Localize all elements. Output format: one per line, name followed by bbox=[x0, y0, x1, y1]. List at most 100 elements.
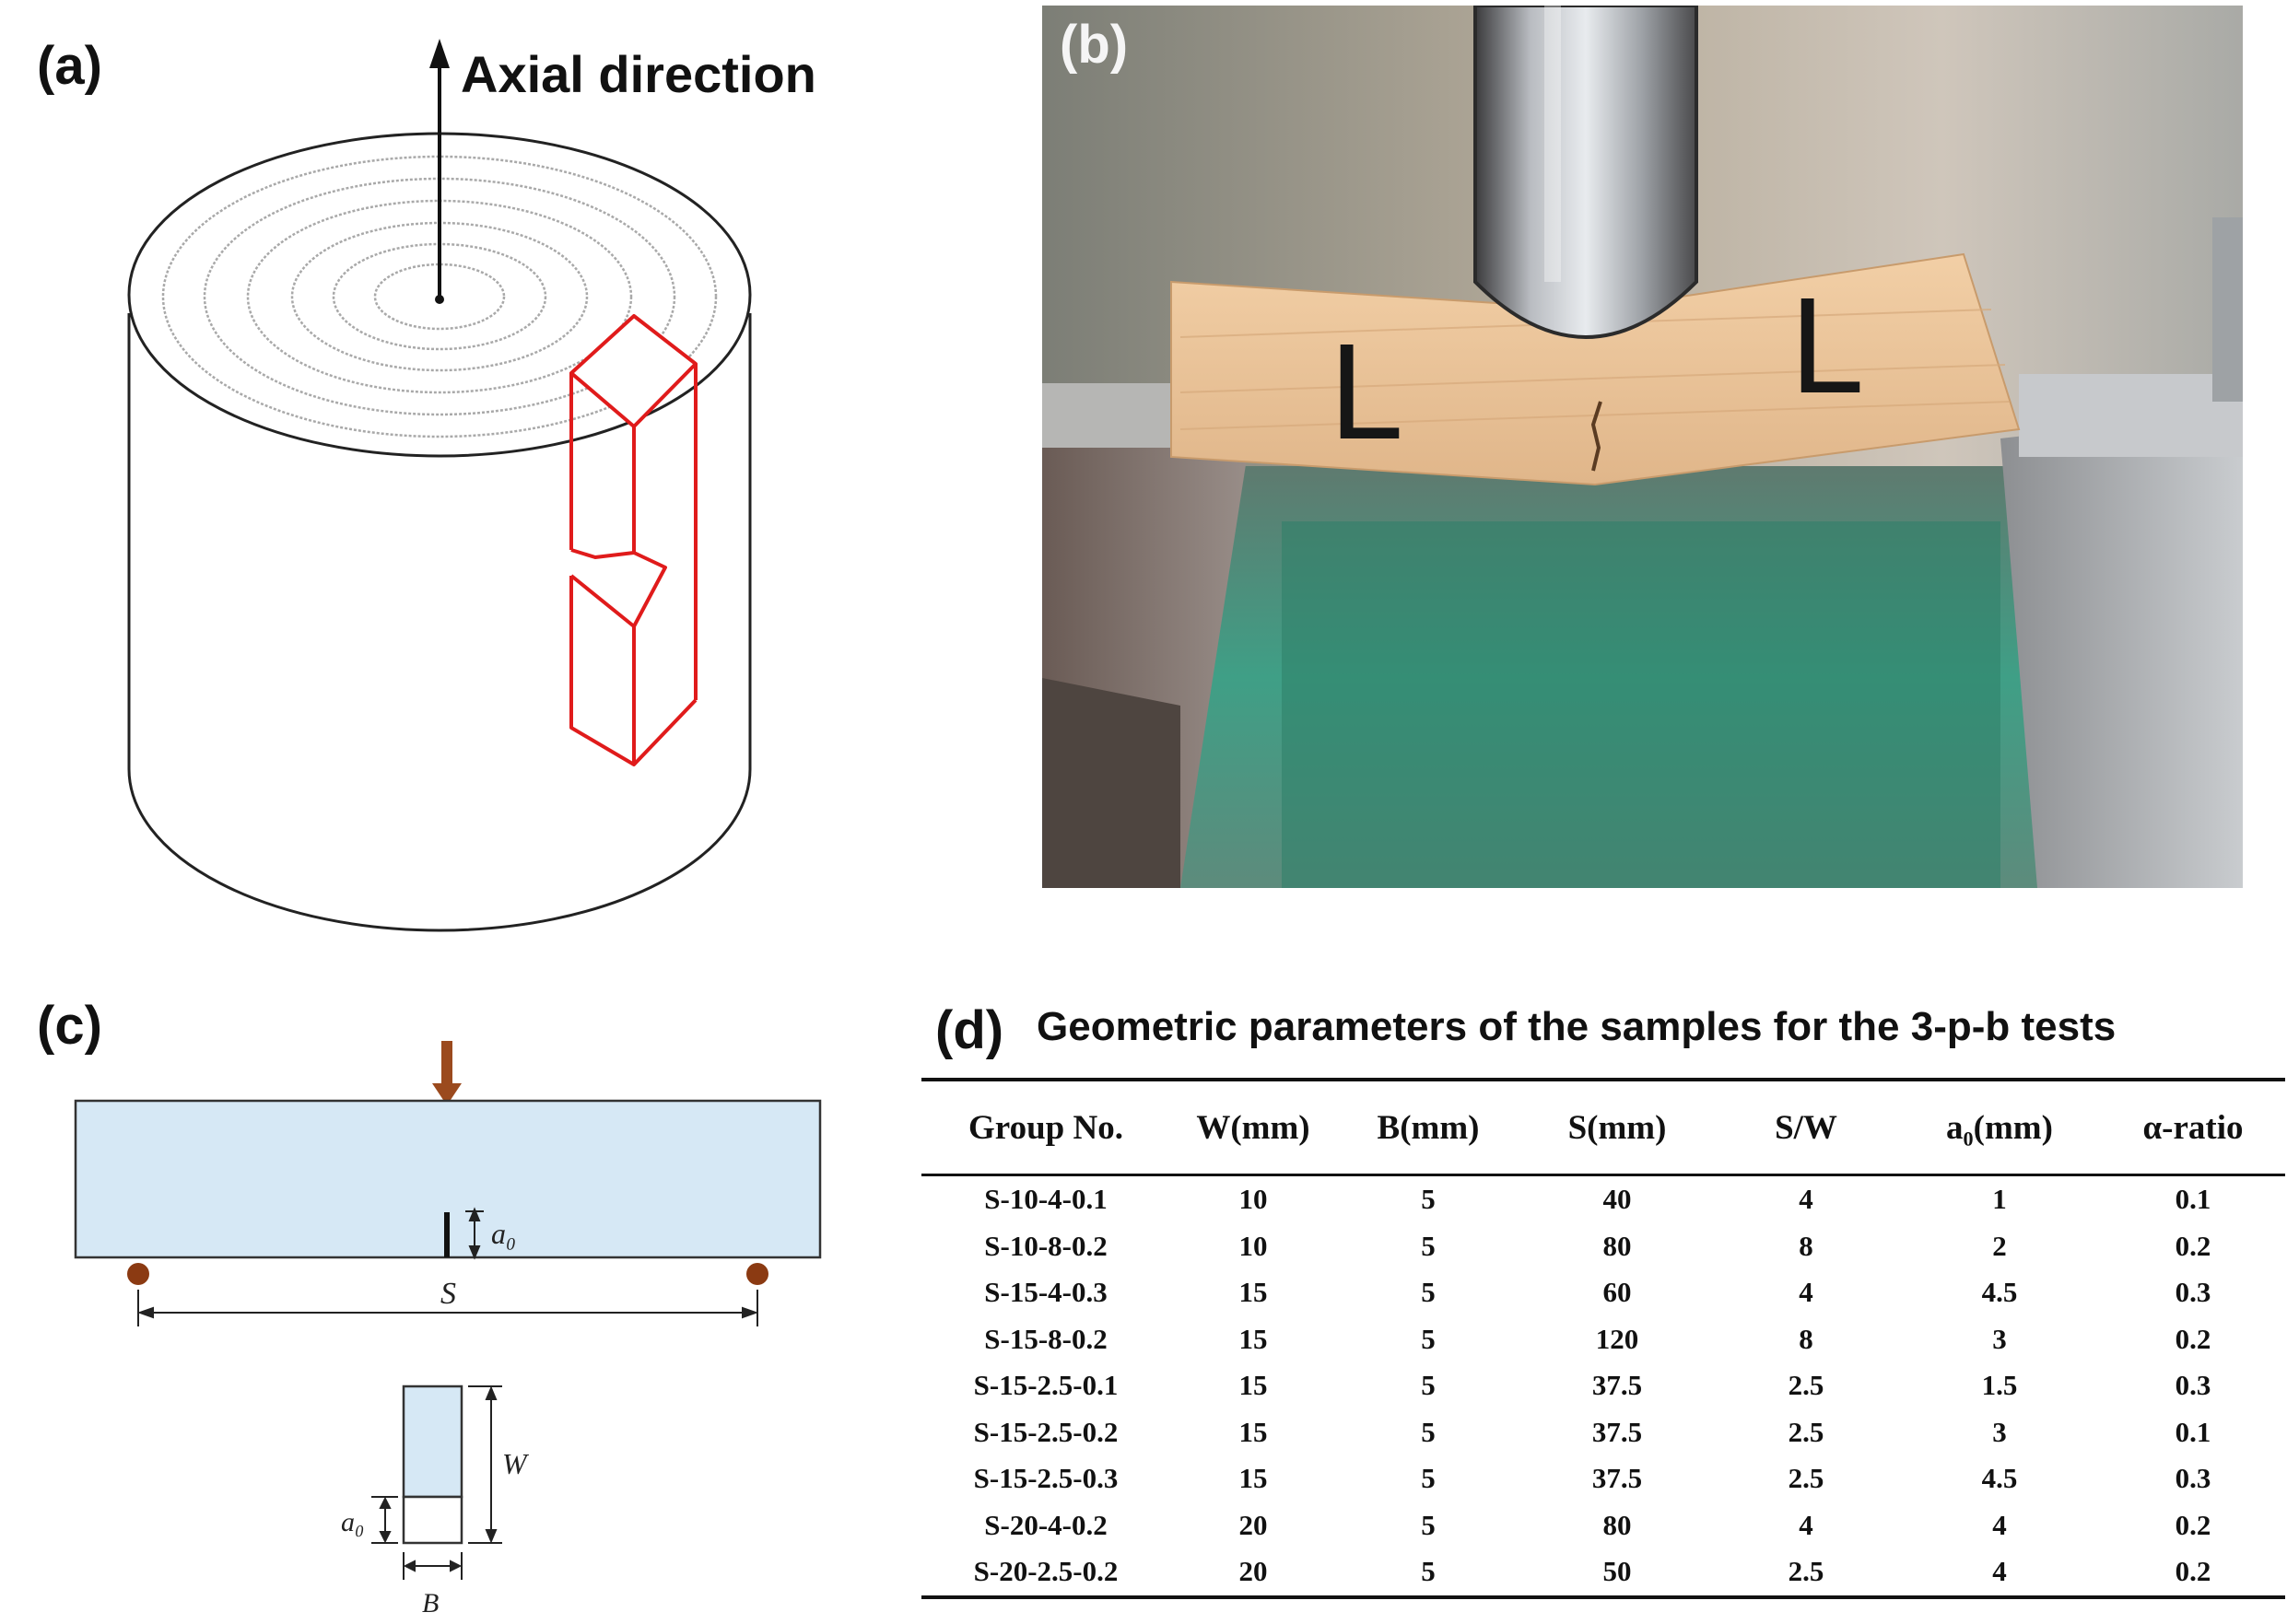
red-specimen-outline bbox=[569, 314, 698, 766]
table-cell: 20 bbox=[1238, 1508, 1268, 1541]
a0-section-dimension bbox=[371, 1496, 398, 1544]
table-cell: 5 bbox=[1421, 1415, 1436, 1448]
axial-center-dot bbox=[435, 295, 444, 304]
table-cell: 5 bbox=[1421, 1369, 1436, 1402]
table-cell: 4 bbox=[1992, 1508, 2007, 1541]
table-title: Geometric parameters of the samples for … bbox=[1037, 1004, 2117, 1049]
table-cell: 3 bbox=[1992, 1415, 2007, 1448]
thickness-dimension bbox=[403, 1552, 463, 1580]
table-cell: S-15-4-0.3 bbox=[984, 1276, 1108, 1309]
table-cell: 5 bbox=[1421, 1229, 1436, 1262]
table-cell: 8 bbox=[1799, 1322, 1813, 1355]
specimen-mark-left: L bbox=[1328, 320, 1400, 470]
table-cell: S-15-2.5-0.2 bbox=[973, 1415, 1119, 1448]
table-cell: S-10-8-0.2 bbox=[984, 1229, 1108, 1262]
table-cell: S-10-4-0.1 bbox=[984, 1183, 1108, 1216]
wood-log-diagram bbox=[127, 39, 752, 932]
table-cell: S-15-8-0.2 bbox=[984, 1322, 1108, 1355]
table-header-cell: W(mm) bbox=[1170, 1078, 1336, 1176]
load-arrow-shaft bbox=[441, 1041, 452, 1087]
table-cell: 2.5 bbox=[1788, 1415, 1824, 1448]
bending-test-photo: L L bbox=[1042, 6, 2243, 888]
table-cell: 0.2 bbox=[2175, 1322, 2211, 1355]
table-cell: 15 bbox=[1238, 1322, 1268, 1355]
span-label: S bbox=[440, 1277, 456, 1311]
table-cell: 80 bbox=[1602, 1229, 1632, 1262]
table-cell: 4 bbox=[1799, 1276, 1813, 1309]
table-row: S-15-2.5-0.2 15 5 37.5 2.5 3 0.1 bbox=[921, 1409, 2285, 1456]
table-cell: 0.2 bbox=[2101, 1548, 2285, 1599]
panel-a-label: (a) bbox=[37, 36, 102, 96]
span-dimension bbox=[137, 1290, 758, 1326]
table-cell: 50 bbox=[1520, 1548, 1714, 1599]
table-cell: S-15-2.5-0.3 bbox=[973, 1462, 1119, 1495]
table-cell: 4 bbox=[1799, 1508, 1813, 1541]
table-cell: 2.5 bbox=[1788, 1369, 1824, 1402]
table-header-cell: a₀(mm) bbox=[1898, 1078, 2101, 1176]
table-cell: 80 bbox=[1602, 1508, 1632, 1541]
log-body-outline bbox=[127, 313, 752, 932]
panel-d-label: (d) bbox=[935, 1000, 1004, 1060]
table-cell: 37.5 bbox=[1591, 1369, 1643, 1402]
table-cell: 0.1 bbox=[2175, 1183, 2211, 1216]
w-label: W bbox=[502, 1447, 530, 1480]
axial-direction-label: Axial direction bbox=[461, 45, 816, 103]
table-cell: 2.5 bbox=[1788, 1462, 1824, 1495]
table-cell: 4 bbox=[1898, 1548, 2101, 1599]
three-point-bending-schematic: a₀ S W a₀ B bbox=[74, 1041, 822, 1618]
table-header-cell: S/W bbox=[1714, 1078, 1898, 1176]
load-arrow-head bbox=[432, 1083, 462, 1105]
table-cell: 4.5 bbox=[1981, 1462, 2018, 1495]
table-header-cell: Group No. bbox=[921, 1078, 1170, 1176]
table-cell: 3 bbox=[1992, 1322, 2007, 1355]
table-cell: 0.3 bbox=[2175, 1369, 2211, 1402]
specimen-mark-right: L bbox=[1789, 274, 1860, 424]
cross-section-notch-region bbox=[402, 1495, 463, 1545]
table-cell: 15 bbox=[1238, 1415, 1268, 1448]
table-cell: 5 bbox=[1421, 1322, 1436, 1355]
table-cell: S-20-4-0.2 bbox=[984, 1508, 1108, 1541]
width-dimension bbox=[468, 1385, 502, 1544]
table-cell: 10 bbox=[1238, 1229, 1268, 1262]
table-header-cell: B(mm) bbox=[1336, 1078, 1520, 1176]
panel-c-label: (c) bbox=[37, 996, 102, 1056]
photo-illustration: L L bbox=[1042, 6, 2243, 888]
table-cell: 60 bbox=[1602, 1276, 1632, 1309]
table-cell: 5 bbox=[1336, 1548, 1520, 1599]
table-cell: 40 bbox=[1602, 1183, 1632, 1216]
table-cell: 15 bbox=[1238, 1462, 1268, 1495]
table-cell: 0.2 bbox=[2175, 1229, 2211, 1262]
notch-depth-dimension bbox=[465, 1207, 484, 1260]
a0-section-label: a₀ bbox=[341, 1507, 364, 1537]
table-cell: S-20-2.5-0.2 bbox=[921, 1548, 1170, 1599]
table-cell: 20 bbox=[1170, 1548, 1336, 1599]
table-cell: S-15-2.5-0.1 bbox=[973, 1369, 1119, 1402]
table-cell: 0.2 bbox=[2175, 1508, 2211, 1541]
table-cell: 0.1 bbox=[2175, 1415, 2211, 1448]
cross-section-upper bbox=[402, 1384, 463, 1499]
a0-label: a₀ bbox=[491, 1217, 516, 1250]
table-cell: 5 bbox=[1421, 1462, 1436, 1495]
left-support-dot bbox=[127, 1263, 149, 1285]
table-cell: 37.5 bbox=[1591, 1415, 1643, 1448]
table-cell: 4.5 bbox=[1981, 1276, 2018, 1309]
table-cell: 15 bbox=[1238, 1369, 1268, 1402]
table-row: S-15-4-0.3 15 5 60 4 4.5 0.3 bbox=[921, 1269, 2285, 1316]
table-cell: 2 bbox=[1992, 1229, 2007, 1262]
table-cell: 15 bbox=[1238, 1276, 1268, 1309]
table-header-cell: S(mm) bbox=[1520, 1078, 1714, 1176]
table-cell: 5 bbox=[1421, 1276, 1436, 1309]
right-support-dot bbox=[746, 1263, 768, 1285]
table-cell: 0.3 bbox=[2175, 1276, 2211, 1309]
table-cell: 37.5 bbox=[1591, 1462, 1643, 1495]
